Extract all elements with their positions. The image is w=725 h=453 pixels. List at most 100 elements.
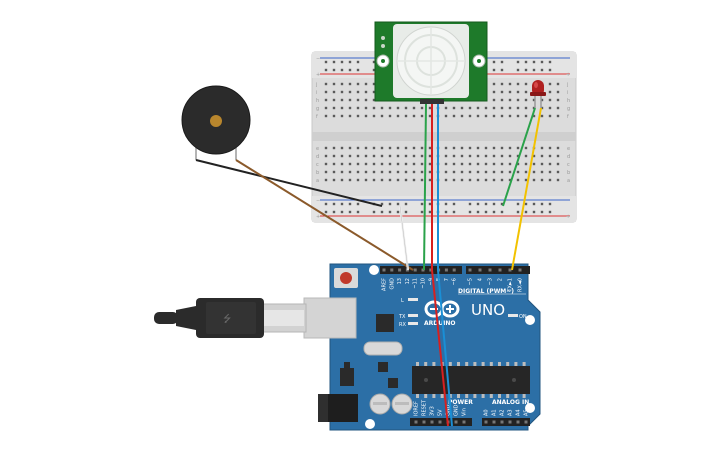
breadboard-hole[interactable] <box>532 98 536 102</box>
breadboard-hole[interactable] <box>524 82 528 86</box>
wires[interactable] <box>195 103 542 427</box>
breadboard-hole[interactable] <box>340 170 344 174</box>
breadboard-hole[interactable] <box>332 106 336 110</box>
rail-hole[interactable] <box>540 210 544 214</box>
power-header-pin[interactable] <box>422 420 426 424</box>
breadboard-hole[interactable] <box>412 114 416 118</box>
rail-hole[interactable] <box>532 68 536 72</box>
breadboard-hole[interactable] <box>468 146 472 150</box>
breadboard-hole[interactable] <box>476 154 480 158</box>
header-pin[interactable] <box>468 268 472 272</box>
power-header-pin[interactable] <box>414 420 418 424</box>
rail-hole[interactable] <box>548 68 552 72</box>
breadboard-hole[interactable] <box>404 178 408 182</box>
breadboard-hole[interactable] <box>476 106 480 110</box>
breadboard-hole[interactable] <box>500 178 504 182</box>
rail-hole[interactable] <box>532 60 536 64</box>
breadboard-hole[interactable] <box>372 114 376 118</box>
rail-hole[interactable] <box>516 60 520 64</box>
breadboard-hole[interactable] <box>332 98 336 102</box>
breadboard-hole[interactable] <box>468 114 472 118</box>
breadboard-hole[interactable] <box>492 106 496 110</box>
breadboard-hole[interactable] <box>412 162 416 166</box>
analog-header-pin[interactable] <box>524 420 528 424</box>
rail-hole[interactable] <box>500 210 504 214</box>
breadboard-hole[interactable] <box>500 106 504 110</box>
breadboard-hole[interactable] <box>548 154 552 158</box>
breadboard-hole[interactable] <box>532 178 536 182</box>
breadboard-hole[interactable] <box>372 146 376 150</box>
breadboard-hole[interactable] <box>396 162 400 166</box>
rail-hole[interactable] <box>524 68 528 72</box>
breadboard-hole[interactable] <box>548 90 552 94</box>
breadboard-hole[interactable] <box>396 106 400 110</box>
breadboard-hole[interactable] <box>340 82 344 86</box>
rail-hole[interactable] <box>324 210 328 214</box>
breadboard-hole[interactable] <box>356 98 360 102</box>
breadboard-hole[interactable] <box>364 146 368 150</box>
breadboard-hole[interactable] <box>444 146 448 150</box>
breadboard-hole[interactable] <box>404 154 408 158</box>
analog-header-pin[interactable] <box>492 420 496 424</box>
breadboard-hole[interactable] <box>428 178 432 182</box>
breadboard-hole[interactable] <box>460 146 464 150</box>
breadboard-hole[interactable] <box>476 162 480 166</box>
breadboard-hole[interactable] <box>556 82 560 86</box>
breadboard-hole[interactable] <box>540 178 544 182</box>
breadboard-hole[interactable] <box>508 106 512 110</box>
breadboard-hole[interactable] <box>484 146 488 150</box>
breadboard-hole[interactable] <box>508 146 512 150</box>
breadboard-hole[interactable] <box>508 154 512 158</box>
breadboard-hole[interactable] <box>556 154 560 158</box>
breadboard-hole[interactable] <box>468 154 472 158</box>
rail-hole[interactable] <box>524 210 528 214</box>
breadboard-hole[interactable] <box>532 170 536 174</box>
rail-hole[interactable] <box>428 202 432 206</box>
power-header-pin[interactable] <box>430 420 434 424</box>
breadboard-hole[interactable] <box>540 170 544 174</box>
rail-hole[interactable] <box>356 202 360 206</box>
rail-hole[interactable] <box>388 202 392 206</box>
breadboard-hole[interactable] <box>548 114 552 118</box>
breadboard-hole[interactable] <box>340 178 344 182</box>
rail-hole[interactable] <box>324 202 328 206</box>
breadboard-hole[interactable] <box>428 162 432 166</box>
breadboard-hole[interactable] <box>324 154 328 158</box>
breadboard-hole[interactable] <box>516 90 520 94</box>
piezo-buzzer[interactable] <box>181 85 251 160</box>
breadboard-hole[interactable] <box>516 162 520 166</box>
breadboard-hole[interactable] <box>356 154 360 158</box>
breadboard-hole[interactable] <box>332 154 336 158</box>
breadboard-hole[interactable] <box>444 106 448 110</box>
breadboard-hole[interactable] <box>532 114 536 118</box>
rail-hole[interactable] <box>532 210 536 214</box>
breadboard-hole[interactable] <box>420 154 424 158</box>
breadboard-hole[interactable] <box>396 178 400 182</box>
breadboard-hole[interactable] <box>484 106 488 110</box>
breadboard-hole[interactable] <box>356 146 360 150</box>
breadboard-hole[interactable] <box>516 154 520 158</box>
rail-hole[interactable] <box>476 202 480 206</box>
breadboard-hole[interactable] <box>412 146 416 150</box>
rail-hole[interactable] <box>492 202 496 206</box>
rail-hole[interactable] <box>332 210 336 214</box>
breadboard-hole[interactable] <box>332 162 336 166</box>
breadboard-hole[interactable] <box>348 82 352 86</box>
breadboard-hole[interactable] <box>356 106 360 110</box>
breadboard-hole[interactable] <box>340 90 344 94</box>
breadboard-hole[interactable] <box>412 178 416 182</box>
rail-hole[interactable] <box>332 60 336 64</box>
breadboard-hole[interactable] <box>548 178 552 182</box>
breadboard-hole[interactable] <box>372 90 376 94</box>
breadboard-hole[interactable] <box>524 162 528 166</box>
breadboard-hole[interactable] <box>452 146 456 150</box>
rail-hole[interactable] <box>348 68 352 72</box>
breadboard-hole[interactable] <box>348 170 352 174</box>
breadboard-hole[interactable] <box>388 146 392 150</box>
rail-hole[interactable] <box>420 210 424 214</box>
breadboard-hole[interactable] <box>420 178 424 182</box>
rail-hole[interactable] <box>468 210 472 214</box>
breadboard-hole[interactable] <box>460 170 464 174</box>
breadboard-hole[interactable] <box>372 178 376 182</box>
rail-hole[interactable] <box>340 202 344 206</box>
